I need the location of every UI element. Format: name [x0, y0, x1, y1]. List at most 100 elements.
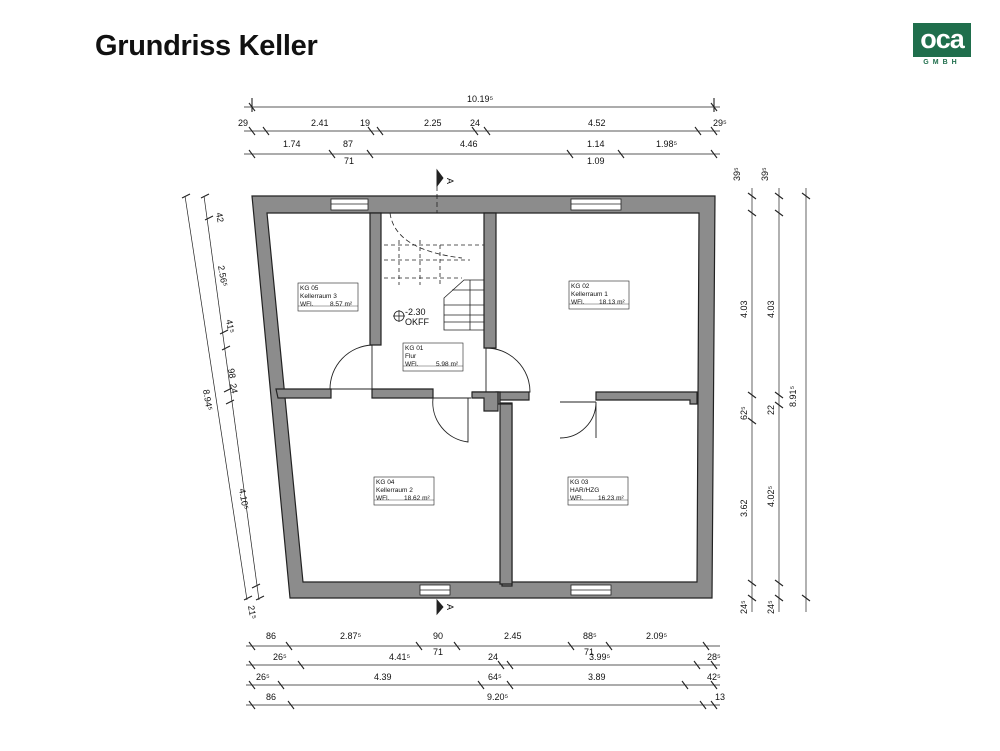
dimension-ticks: [181, 98, 811, 710]
dim-left-2: 41⁵: [224, 319, 236, 335]
dimension-lines: [184, 106, 807, 706]
dim-bot-r1-4: 88⁵: [583, 631, 597, 641]
dim-left-0: 42: [214, 212, 226, 224]
dim-bot-r3-2: 64⁵: [488, 672, 502, 682]
wall-below-kg02-left: [495, 391, 530, 401]
room-name: Kellerraum 2: [376, 487, 413, 494]
dim-top-r2-0: 29: [238, 118, 248, 128]
room-id: KG 02: [571, 283, 590, 290]
dim-bot-r1-sub-1: 71: [584, 647, 594, 657]
room-area-label: WFl.: [300, 301, 314, 308]
room-name: Kellerraum 1: [571, 291, 608, 298]
level-label: OKFF: [405, 317, 430, 327]
dim-bot-r2-4: 28⁵: [707, 652, 721, 662]
doors: [329, 344, 597, 443]
dim-bot-r3-3: 3.89: [588, 672, 606, 682]
window-kg02: [570, 198, 622, 211]
dim-bot-r2-0: 26⁵: [273, 652, 287, 662]
room-id: KG 04: [376, 479, 395, 486]
dim-bot-r4-2: 13: [715, 692, 725, 702]
dim-right-b-2: 22: [766, 405, 776, 415]
dim-bot-r1-sub-0: 71: [433, 647, 443, 657]
dim-top-r3-0: 1.74: [283, 139, 301, 149]
dim-right-b-3: 4.02⁵: [766, 485, 776, 507]
section-arrow-bottom: [436, 598, 444, 616]
dim-right-b-0: 39⁵: [760, 167, 770, 181]
room-area-label: WFl.: [571, 299, 585, 306]
wall-below-kg02-right: [595, 391, 698, 405]
dim-right-a-4: 24⁵: [739, 600, 749, 614]
dim-top-r3-2: 4.46: [460, 139, 478, 149]
company-logo: oca GMBH: [913, 23, 971, 85]
dim-right-total: 8.91⁵: [788, 385, 798, 407]
room-label-kg03: KG 03 HAR/HZG WFl. 16.23 m²: [567, 476, 629, 506]
room-area: 16.23 m²: [598, 495, 624, 502]
logo-subtext: GMBH: [923, 59, 961, 66]
dim-left-total: 8.94⁵: [201, 389, 215, 412]
dim-top-r2-3: 2.25: [424, 118, 442, 128]
wall-below-kg05: [275, 388, 332, 399]
wall-kg04-kg03: [499, 403, 513, 585]
level-marker-icon: [393, 310, 405, 322]
dim-right-a-3: 3.62: [739, 499, 749, 517]
dim-right-a-1: 4.03: [739, 300, 749, 318]
dim-bot-r1-5: 2.09⁵: [646, 631, 668, 641]
dim-right-b-1: 4.03: [766, 300, 776, 318]
dim-left-3: 98: [226, 368, 238, 380]
room-label-kg04: KG 04 Kellerraum 2 WFl. 18.62 m²: [373, 476, 435, 506]
room-area-label: WFl.: [570, 495, 584, 502]
door-kg04: [432, 397, 471, 443]
section-arrow-top: [436, 168, 444, 188]
wall-pier-step: [471, 391, 499, 412]
wall-kg05-flur: [369, 212, 382, 346]
stair-arc: [389, 212, 463, 259]
dim-bot-r1-0: 86: [266, 631, 276, 641]
dim-left-5: 4.10⁵: [237, 488, 251, 511]
level-value: -2.30: [405, 307, 426, 317]
room-label-kg02: KG 02 Kellerraum 1 WFl. 18.13 m²: [568, 280, 630, 310]
section-markers: [436, 168, 444, 616]
dims-left: 42 2.56⁵ 41⁵ 98 24 4.10⁵ 21⁵ 8.94⁵: [201, 212, 258, 621]
door-kg03: [559, 401, 597, 439]
dim-bot-r1-1: 2.87⁵: [340, 631, 362, 641]
dim-top-r2-2: 19: [360, 118, 370, 128]
door-kg02: [485, 347, 531, 393]
outer-wall: [251, 195, 716, 599]
dim-top-r3-1: 87: [343, 139, 353, 149]
room-name: Flur: [405, 353, 417, 360]
room-area: 18.62 m²: [404, 495, 430, 502]
page-title: Grundriss Keller: [95, 30, 318, 62]
room-label-kg01: KG 01 Flur WFl. 5.98 m²: [402, 342, 464, 372]
dims-right: 39⁵ 4.03 62⁵ 3.62 24⁵ 39⁵ 4.03 22 4.02⁵ …: [732, 167, 798, 614]
dim-bot-r3-1: 4.39: [374, 672, 392, 682]
dim-top-r2-1: 2.41: [311, 118, 329, 128]
room-name: HAR/HZG: [570, 487, 599, 494]
room-label-kg05: KG 05 Kellerraum 3 WFl. 8.57 m²: [297, 282, 359, 312]
dim-bot-r3-4: 42⁵: [707, 672, 721, 682]
dim-bot-r1-2: 90: [433, 631, 443, 641]
wall-stair-right: [483, 212, 497, 349]
wall-below-flur-left: [371, 388, 434, 399]
dim-top-r2-6: 29⁵: [713, 118, 727, 128]
room-id: KG 05: [300, 285, 319, 292]
dim-top-r3-4: 1.98⁵: [656, 139, 678, 149]
dim-bot-r1-3: 2.45: [504, 631, 522, 641]
dim-top-r2-5: 4.52: [588, 118, 606, 128]
dim-top-r2-4: 24: [470, 118, 480, 128]
dim-bot-r2-3: 3.99⁵: [589, 652, 611, 662]
logo-mark: oca: [913, 23, 971, 57]
section-label-top: A: [445, 178, 455, 184]
dim-left-4: 24: [228, 383, 240, 395]
dim-top-r3-sub-1: 1.09: [587, 156, 605, 166]
dim-bot-r3-0: 26⁵: [256, 672, 270, 682]
walls: [251, 195, 716, 599]
dim-top-r3-3: 1.14: [587, 139, 605, 149]
dim-right-a-0: 39⁵: [732, 167, 742, 181]
door-kg05: [329, 344, 373, 390]
dim-top-r3-sub-0: 71: [344, 156, 354, 166]
room-area: 8.57 m²: [330, 301, 353, 308]
dim-bot-r2-1: 4.41⁵: [389, 652, 411, 662]
room-area-label: WFl.: [405, 361, 419, 368]
window-kg05: [330, 198, 369, 211]
